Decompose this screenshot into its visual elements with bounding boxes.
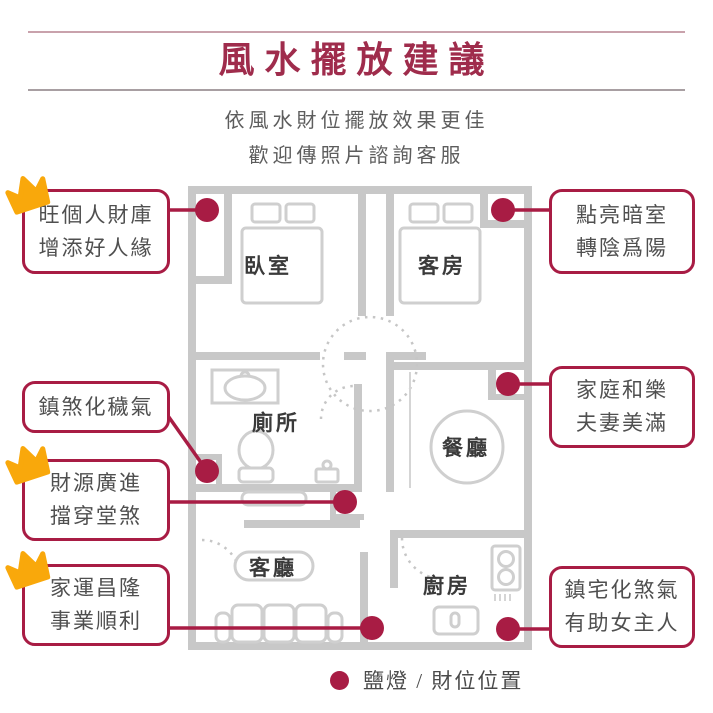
callout-text: 財源廣進: [50, 471, 142, 495]
subtitle-line-1: 依風水財位擺放效果更佳: [224, 110, 489, 132]
room-label-toilet: 廁所: [252, 412, 300, 435]
header-rule-top: [28, 31, 685, 33]
crown-icon: [5, 446, 51, 485]
dining-table: [409, 372, 505, 488]
callout-text: 事業順利: [50, 609, 142, 633]
callout-text: 旺個人財庫: [38, 202, 154, 227]
callout-guard-house: 鎮宅化煞氣 有助女主人: [549, 566, 695, 648]
guest-room-bed: [398, 202, 482, 305]
callout-text: 家庭和樂: [576, 378, 668, 402]
door-swing-arcs: [201, 315, 444, 581]
callout-text: 家運昌隆: [50, 576, 142, 600]
callout-text: 點亮暗室: [576, 202, 668, 227]
page-title: 風水擺放建議: [218, 40, 495, 80]
legend: 鹽燈 / 財位位置: [330, 665, 523, 695]
living-room-furniture: [214, 550, 344, 644]
salt-lamp-legend-dot-icon: [330, 670, 349, 690]
room-label-guest-room: 客房: [418, 255, 466, 278]
room-label-kitchen: 廚房: [423, 575, 471, 598]
callout-text: 夫妻美滿: [576, 411, 668, 435]
room-label-dining: 餐廳: [442, 437, 490, 460]
callout-text: 轉陰爲陽: [576, 235, 668, 260]
callout-text: 增添好人緣: [38, 235, 154, 260]
callout-family-fortune: 家運昌隆 事業順利: [5, 551, 170, 646]
callout-suppress-filth: 鎮煞化穢氣: [22, 381, 170, 433]
room-label-living: 客廳: [249, 557, 297, 580]
legend-label: 鹽燈 / 財位位置: [363, 669, 524, 693]
callout-text: 鎮宅化煞氣: [564, 578, 680, 602]
subtitle-line-2: 歡迎傳照片諮詢客服: [248, 145, 465, 167]
crown-icon: [5, 176, 51, 215]
callout-wealth-inflow: 財源廣進 擋穿堂煞: [5, 446, 170, 541]
callout-text: 鎮煞化穢氣: [38, 394, 154, 419]
kitchen-fixtures: [432, 544, 522, 636]
callout-personal-wealth: 旺個人財庫 增添好人緣: [5, 176, 170, 274]
room-label-bedroom: 臥室: [244, 255, 292, 278]
bedroom-bed: [240, 202, 324, 305]
floor-plan: [188, 186, 532, 650]
header-rule-bottom: [28, 89, 685, 91]
callout-text: 有助女主人: [564, 611, 680, 635]
callout-family-harmony: 家庭和樂 夫妻美滿: [549, 366, 695, 448]
callout-text: 擋穿堂煞: [50, 504, 142, 528]
callout-brighten-dark-room: 點亮暗室 轉陰爲陽: [549, 189, 695, 274]
toilet-fixtures: [210, 368, 340, 507]
crown-icon: [5, 551, 51, 590]
